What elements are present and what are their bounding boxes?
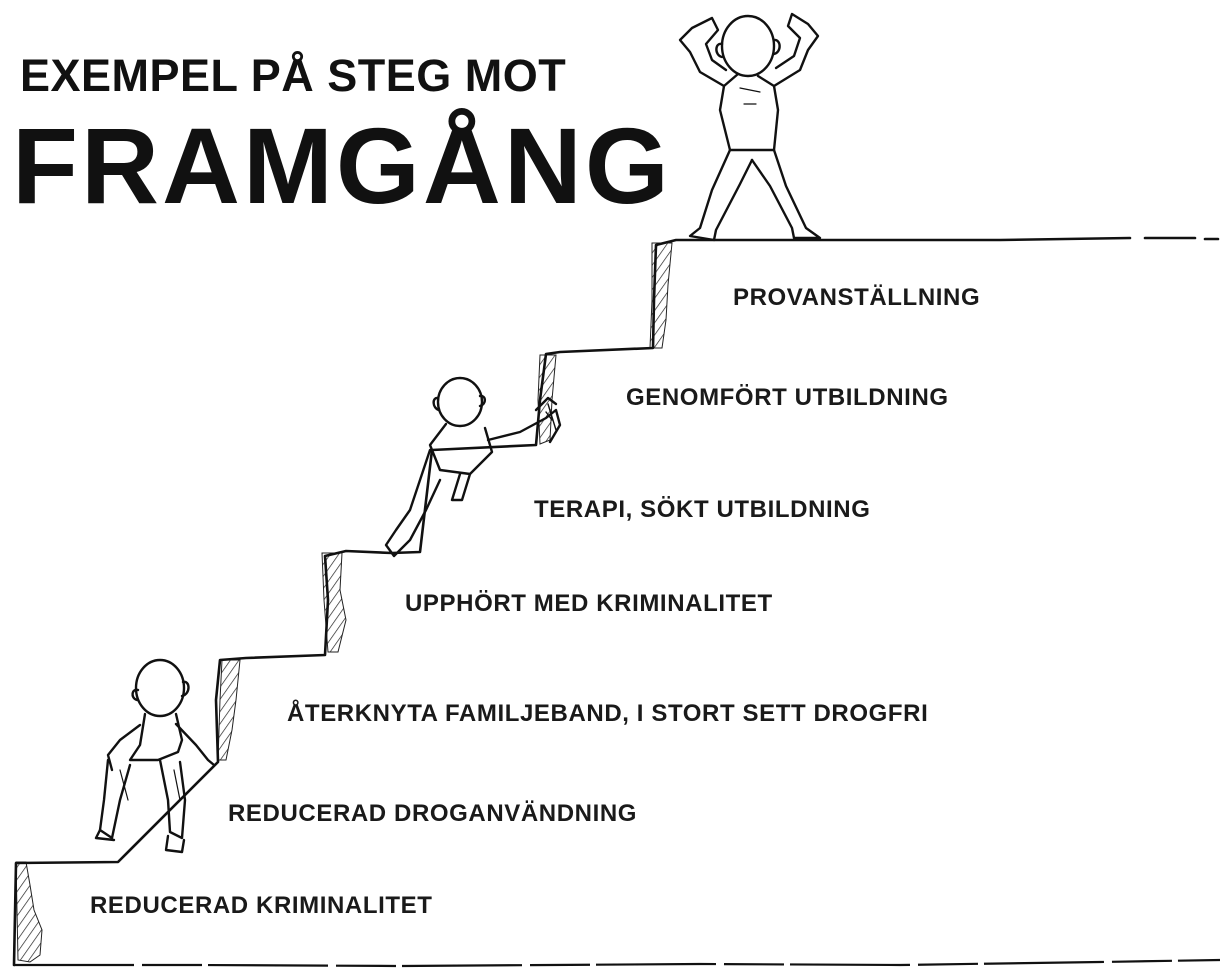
ground-line	[14, 958, 1221, 968]
title-line-1: EXEMPEL PÅ STEG MOT	[20, 50, 567, 101]
step-label-3: ÅTERKNYTA FAMILJEBAND, I STORT SETT DROG…	[287, 700, 929, 727]
climbing-figure	[384, 376, 562, 558]
step-label-4: UPPHÖRT MED KRIMINALITET	[405, 590, 773, 617]
sitting-figure	[94, 658, 216, 854]
victory-figure-head	[720, 14, 776, 78]
climbing-figure-head	[436, 376, 484, 428]
step-label-7: PROVANSTÄLLNING	[733, 284, 981, 311]
step-label-1: REDUCERAD KRIMINALITET	[90, 892, 433, 919]
page-title: FRAMGÅNG	[12, 105, 672, 226]
top-edge-dash	[1143, 236, 1220, 241]
step-label-6: GENOMFÖRT UTBILDNING	[626, 384, 949, 411]
victory-figure	[678, 12, 822, 242]
sitting-figure-head	[134, 658, 186, 718]
staircase-outline	[12, 236, 1132, 967]
step-label-5: TERAPI, SÖKT UTBILDNING	[534, 496, 871, 523]
step-label-2: REDUCERAD DROGANVÄNDNING	[228, 800, 638, 827]
